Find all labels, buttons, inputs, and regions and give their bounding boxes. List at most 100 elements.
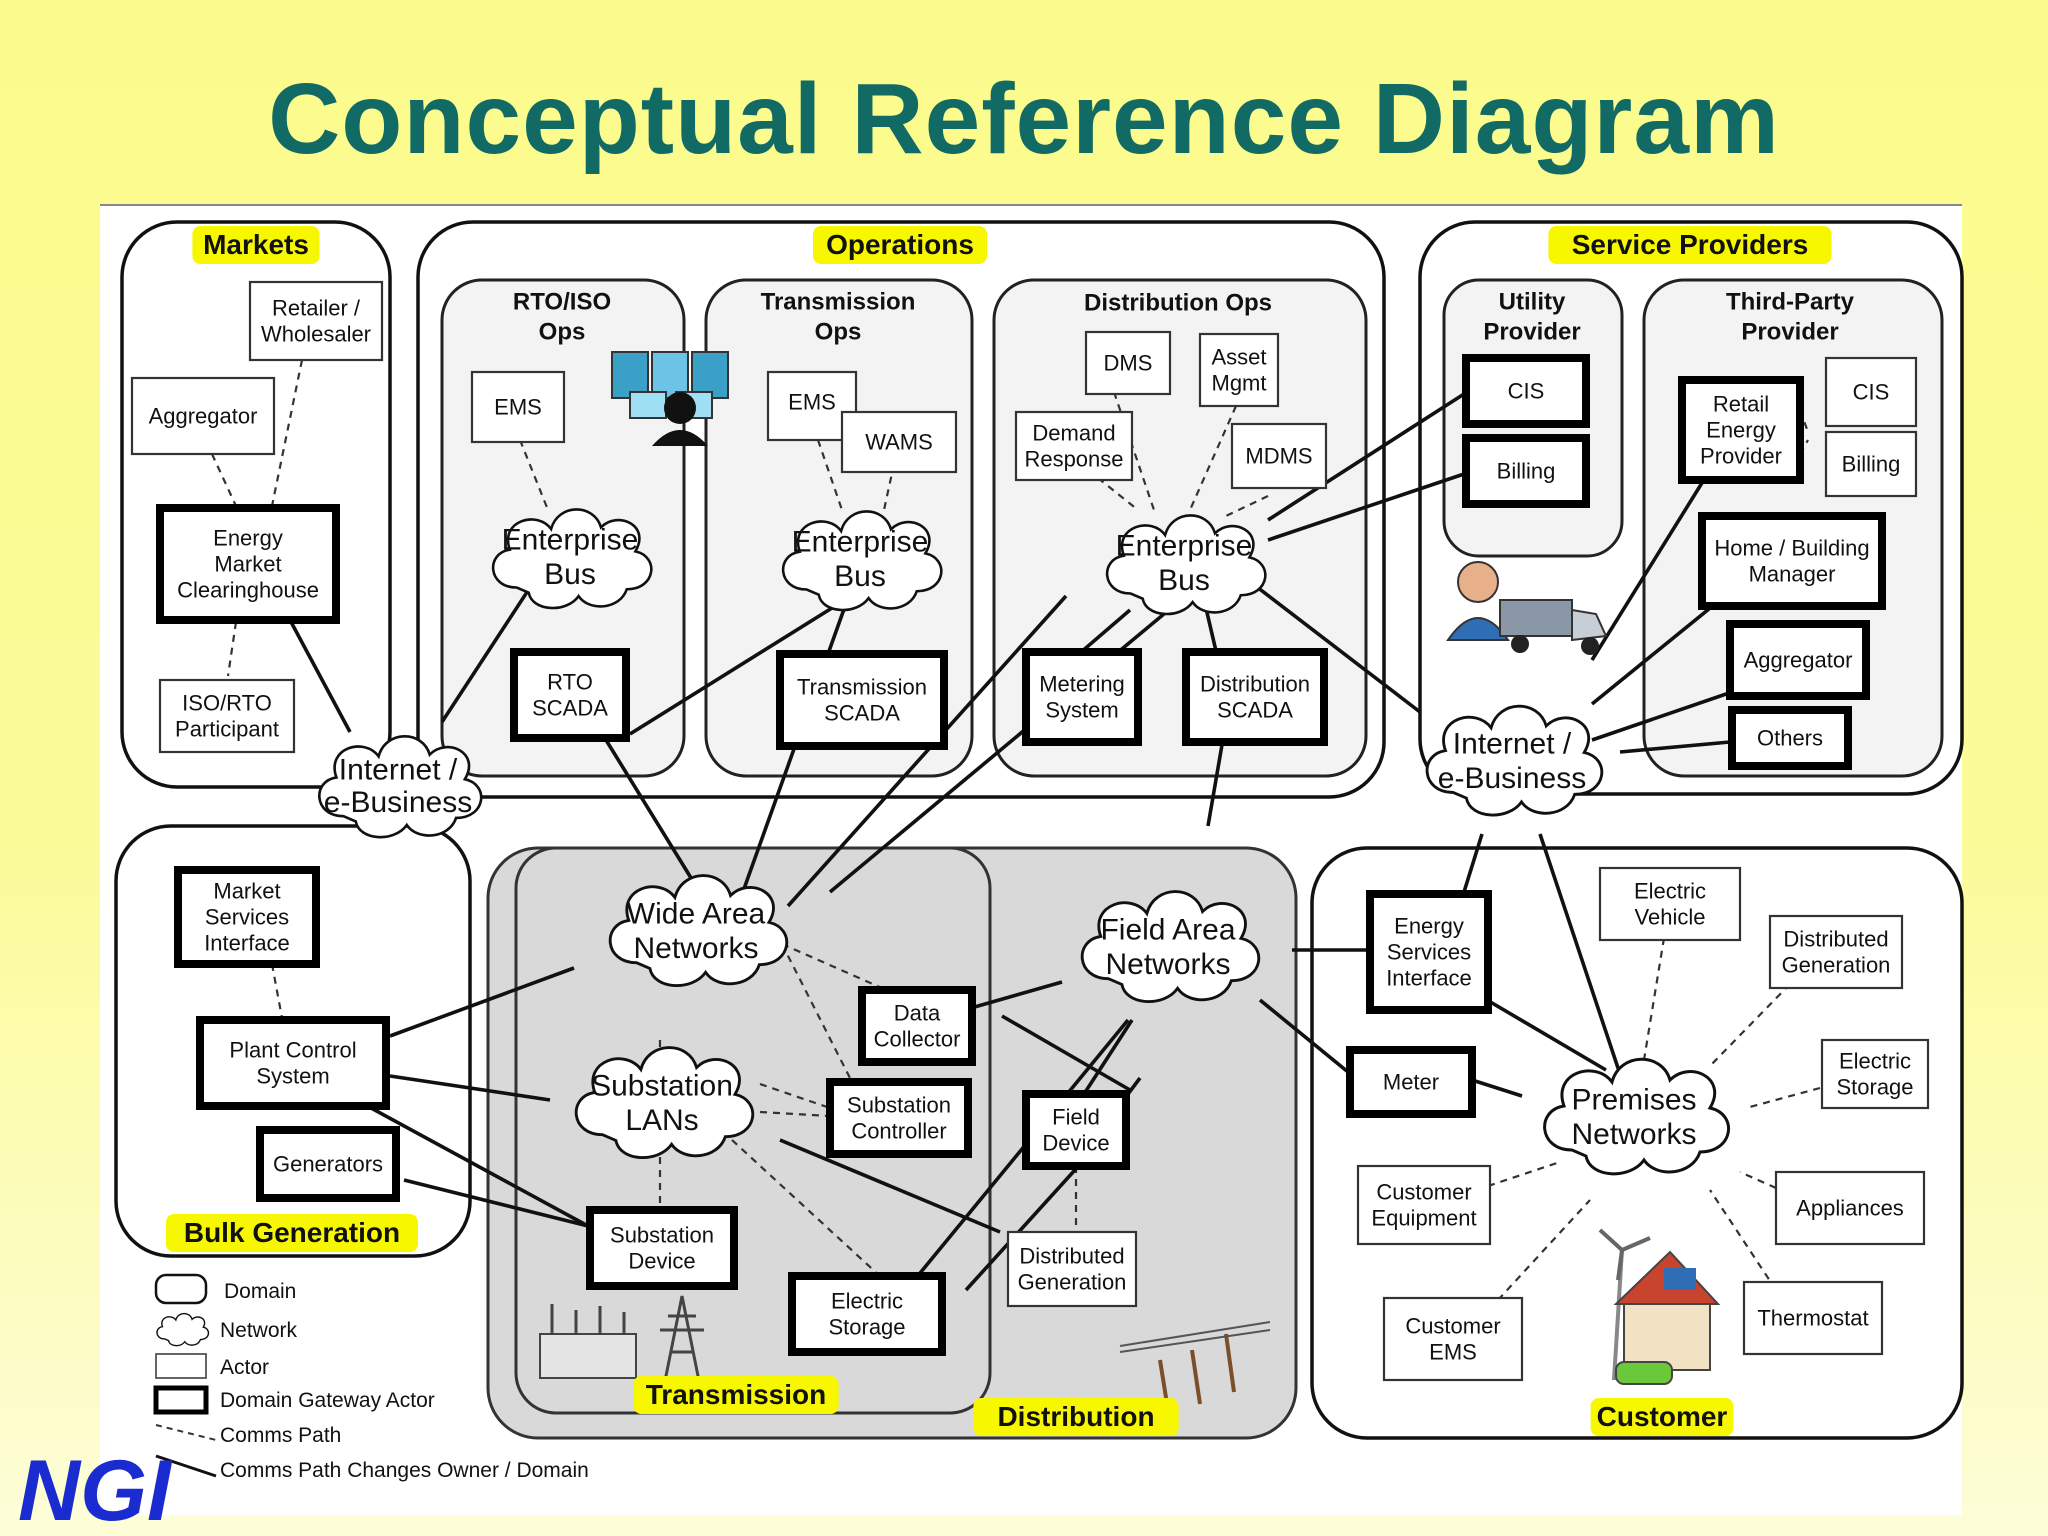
gateway-home-building-manager: [1698, 512, 1886, 610]
gateway-substation-device: [586, 1206, 738, 1290]
actor-wams: [840, 410, 958, 474]
actor-label-aggregator_markets: Aggregator: [149, 404, 258, 429]
substation-icon: [539, 1304, 637, 1379]
gateway-substation-controller: [826, 1078, 972, 1158]
transmission-tower-icon: [660, 1295, 704, 1387]
domain-label-transmission-highlight: [633, 1376, 839, 1414]
network-label-internet_right: Internet /e-Business: [1438, 727, 1586, 795]
domain-label-customer-highlight: [1590, 1398, 1734, 1436]
legend-comms-change-label: Comms Path Changes Owner / Domain: [220, 1459, 589, 1482]
actor-label-wams: WAMS: [865, 430, 933, 455]
actor-label-billing_third_party: Billing: [1842, 452, 1901, 477]
domain-label-distribution-highlight: [973, 1398, 1179, 1436]
network-label-internet_left: Internet /e-Business: [324, 754, 472, 819]
actor-label-mdms: MDMS: [1245, 444, 1312, 469]
page-title: Conceptual Reference Diagram: [268, 63, 1780, 175]
gateway-aggregator-third-party: [1726, 620, 1870, 700]
domain-label-customer: Customer: [1597, 1401, 1728, 1432]
gateway-market-services-interface: [174, 866, 320, 968]
legend-comms-label: Comms Path: [220, 1424, 341, 1447]
gateway-retail-energy-provider: [1678, 376, 1804, 484]
gateway-distribution-scada: [1182, 648, 1328, 746]
gateway-billing-utility: [1462, 434, 1590, 508]
gateway-metering-system: [1022, 648, 1142, 746]
actor-cis-third-party: [1824, 356, 1918, 428]
gateway-energy-market-clearinghouse: [156, 504, 340, 624]
gateway-label-others: Others: [1757, 726, 1823, 751]
domain-label-service-providers: Service Providers: [1572, 229, 1809, 260]
actor-label-ems_rto: EMS: [494, 395, 542, 420]
actor-distributed-generation-dist: [1006, 1230, 1138, 1308]
gateway-label-meter: Meter: [1383, 1070, 1439, 1095]
actor-customer-equipment: [1356, 1164, 1492, 1246]
legend-gateway-label: Domain Gateway Actor: [220, 1389, 435, 1412]
subdomain-label-distribution-ops: Distribution Ops: [1084, 289, 1272, 316]
legend: Domain Network Actor Domain Gateway Acto…: [153, 1273, 589, 1482]
gateway-field-device: [1022, 1090, 1130, 1170]
actor-thermostat: [1742, 1280, 1884, 1356]
domain-label-transmission: Transmission: [646, 1379, 827, 1410]
domain-label-bulk-generation: Bulk Generation: [184, 1217, 400, 1248]
actor-billing-third-party: [1824, 430, 1918, 498]
actor-label-ems_trans: EMS: [788, 390, 836, 415]
legend-network-label: Network: [220, 1319, 298, 1342]
domain-label-operations-highlight: [813, 226, 987, 264]
actor-ems-rto: [470, 370, 566, 444]
actor-label-cis_third_party: CIS: [1853, 380, 1890, 405]
gateway-cis-utility: [1462, 354, 1590, 428]
actor-retailer-wholesaler: [248, 280, 384, 362]
actor-distributed-generation-customer: [1768, 914, 1904, 990]
legend-domain-label: Domain: [224, 1280, 296, 1303]
gateway-label-cis_utility: CIS: [1508, 379, 1545, 404]
legend-comms-change-line: [155, 1454, 217, 1478]
actor-label-appliances: Appliances: [1796, 1196, 1904, 1221]
gateway-generators: [256, 1126, 400, 1202]
gateway-label-generators: Generators: [273, 1152, 383, 1177]
gateway-data-collector: [858, 986, 976, 1066]
actor-label-retailer_wholesaler: Retailer /Wholesaler: [261, 296, 371, 347]
gateway-label-billing_utility: Billing: [1497, 459, 1556, 484]
legend-actor-swatch: [155, 1353, 207, 1379]
actor-electric-storage-customer: [1820, 1038, 1930, 1110]
gateway-electric-storage-trans: [788, 1272, 946, 1356]
actor-mdms: [1230, 422, 1328, 490]
legend-gateway-swatch: [153, 1385, 209, 1415]
actor-demand-response: [1014, 410, 1134, 482]
actor-appliances: [1774, 1170, 1926, 1246]
smart-home-icon: [1598, 1228, 1721, 1385]
domain-label-distribution: Distribution: [997, 1401, 1154, 1432]
gateway-plant-control-system: [196, 1016, 390, 1110]
service-truck-icon: [1499, 599, 1608, 655]
gateway-rto-scada: [510, 648, 630, 742]
actor-aggregator-markets: [130, 376, 276, 456]
legend-actor-label: Actor: [220, 1356, 269, 1379]
